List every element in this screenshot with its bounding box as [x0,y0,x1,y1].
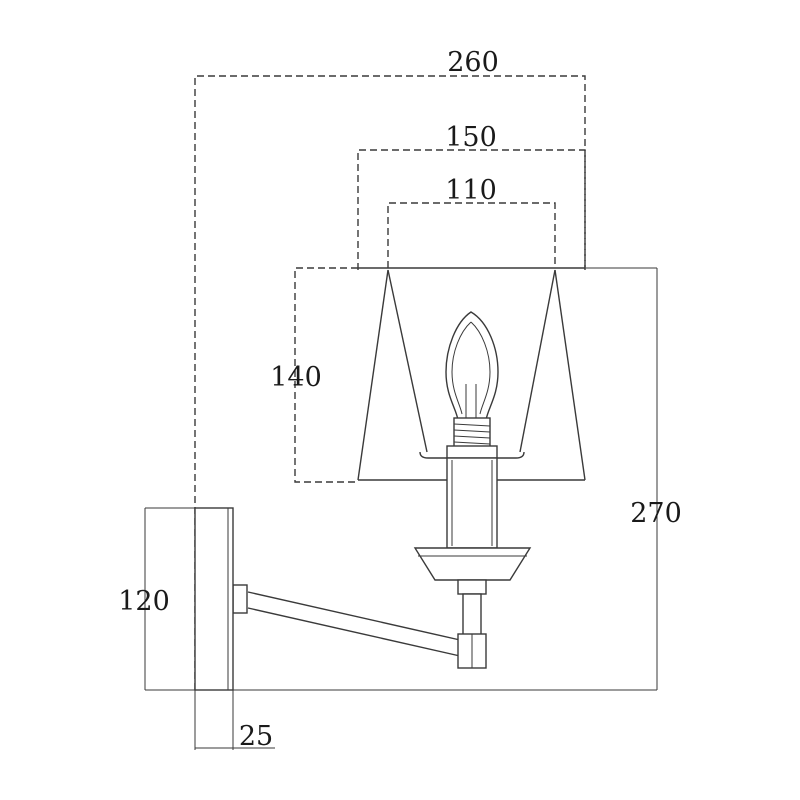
label-shade-height: 140 [270,362,322,393]
label-backplate-height: 120 [118,586,170,617]
dim-shade-width-line [357,149,586,270]
label-shade-width: 150 [445,122,497,153]
candle-stem [446,457,498,549]
lamp-arm [247,591,487,669]
cup-connector [457,579,487,637]
dim-shade-top-width-line [387,202,556,268]
label-shade-top-width: 110 [445,175,497,206]
label-backplate-depth: 25 [239,721,273,752]
extension-lines [144,267,658,750]
arm-pivot [232,584,248,614]
label-overall-height: 270 [630,498,682,529]
lamp [194,267,586,691]
dim-shade-height-line [294,267,358,483]
bulb-socket [446,417,498,459]
dim-overall-width-line [194,75,586,690]
candle-bulb [445,311,499,421]
wall-backplate [194,507,234,691]
dimension-lines [194,75,586,690]
drip-cup [413,547,532,581]
label-overall-width: 260 [447,47,499,78]
dimension-labels: 260 150 110 140 270 120 25 [118,47,682,752]
